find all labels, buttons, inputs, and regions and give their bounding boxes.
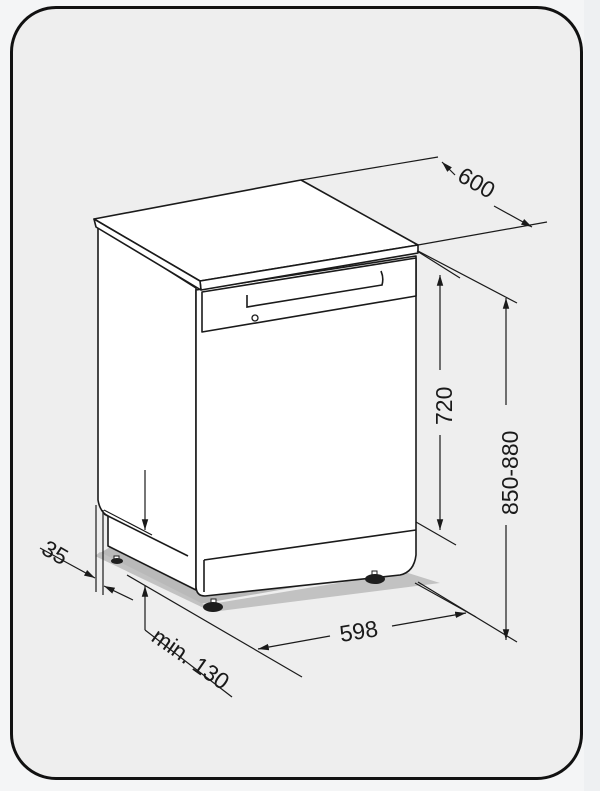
adjustable-feet <box>111 555 385 612</box>
depth-dimension <box>300 156 548 246</box>
plinth-offset-label: 35 <box>38 535 73 570</box>
page-margin-strip <box>584 0 600 791</box>
control-panel <box>201 257 417 333</box>
dishwasher-body <box>93 179 419 597</box>
depth-label: 600 <box>454 162 500 204</box>
plinth-clearance-label: min. 130 <box>147 623 234 695</box>
body-height-dimension <box>415 250 461 546</box>
floor-shadow <box>100 546 415 604</box>
power-button-icon <box>251 314 259 322</box>
plinth-clearance-dimension <box>103 470 233 698</box>
plinth-offset-dimension <box>39 505 134 601</box>
front-door <box>195 255 417 597</box>
body-height-label: 720 <box>431 387 457 425</box>
side-panel <box>97 225 197 591</box>
width-label: 598 <box>338 615 380 647</box>
width-dimension <box>126 574 477 678</box>
door-handle <box>246 270 384 308</box>
total-height-label: 850-880 <box>497 431 523 515</box>
